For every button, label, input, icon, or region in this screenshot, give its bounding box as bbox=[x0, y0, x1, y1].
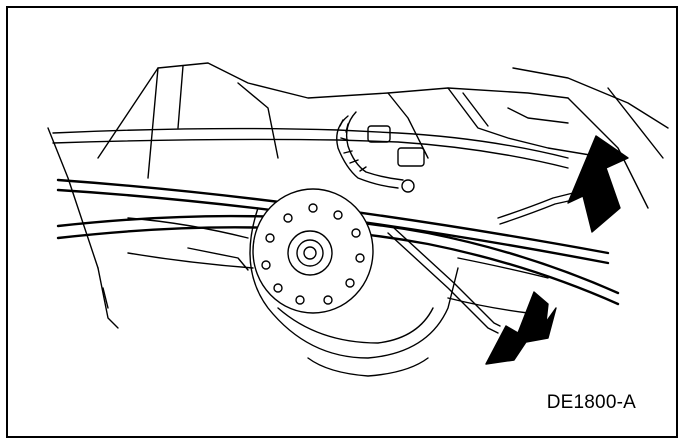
illustration-frame: DE1800-A bbox=[6, 6, 678, 438]
axle-housing bbox=[127, 207, 549, 377]
rear-axle-illustration bbox=[47, 62, 669, 377]
arrow-up-left-icon bbox=[485, 291, 557, 365]
brake-link bbox=[187, 227, 501, 334]
sensor-connector bbox=[336, 111, 425, 193]
upper-cable bbox=[52, 127, 569, 169]
vent-hose bbox=[497, 192, 574, 225]
arrow-down-right-icon bbox=[567, 135, 629, 233]
vehicle-body-outlines bbox=[47, 62, 669, 329]
figure-id-label: DE1800-A bbox=[546, 392, 636, 413]
wheel-hub bbox=[252, 188, 374, 314]
